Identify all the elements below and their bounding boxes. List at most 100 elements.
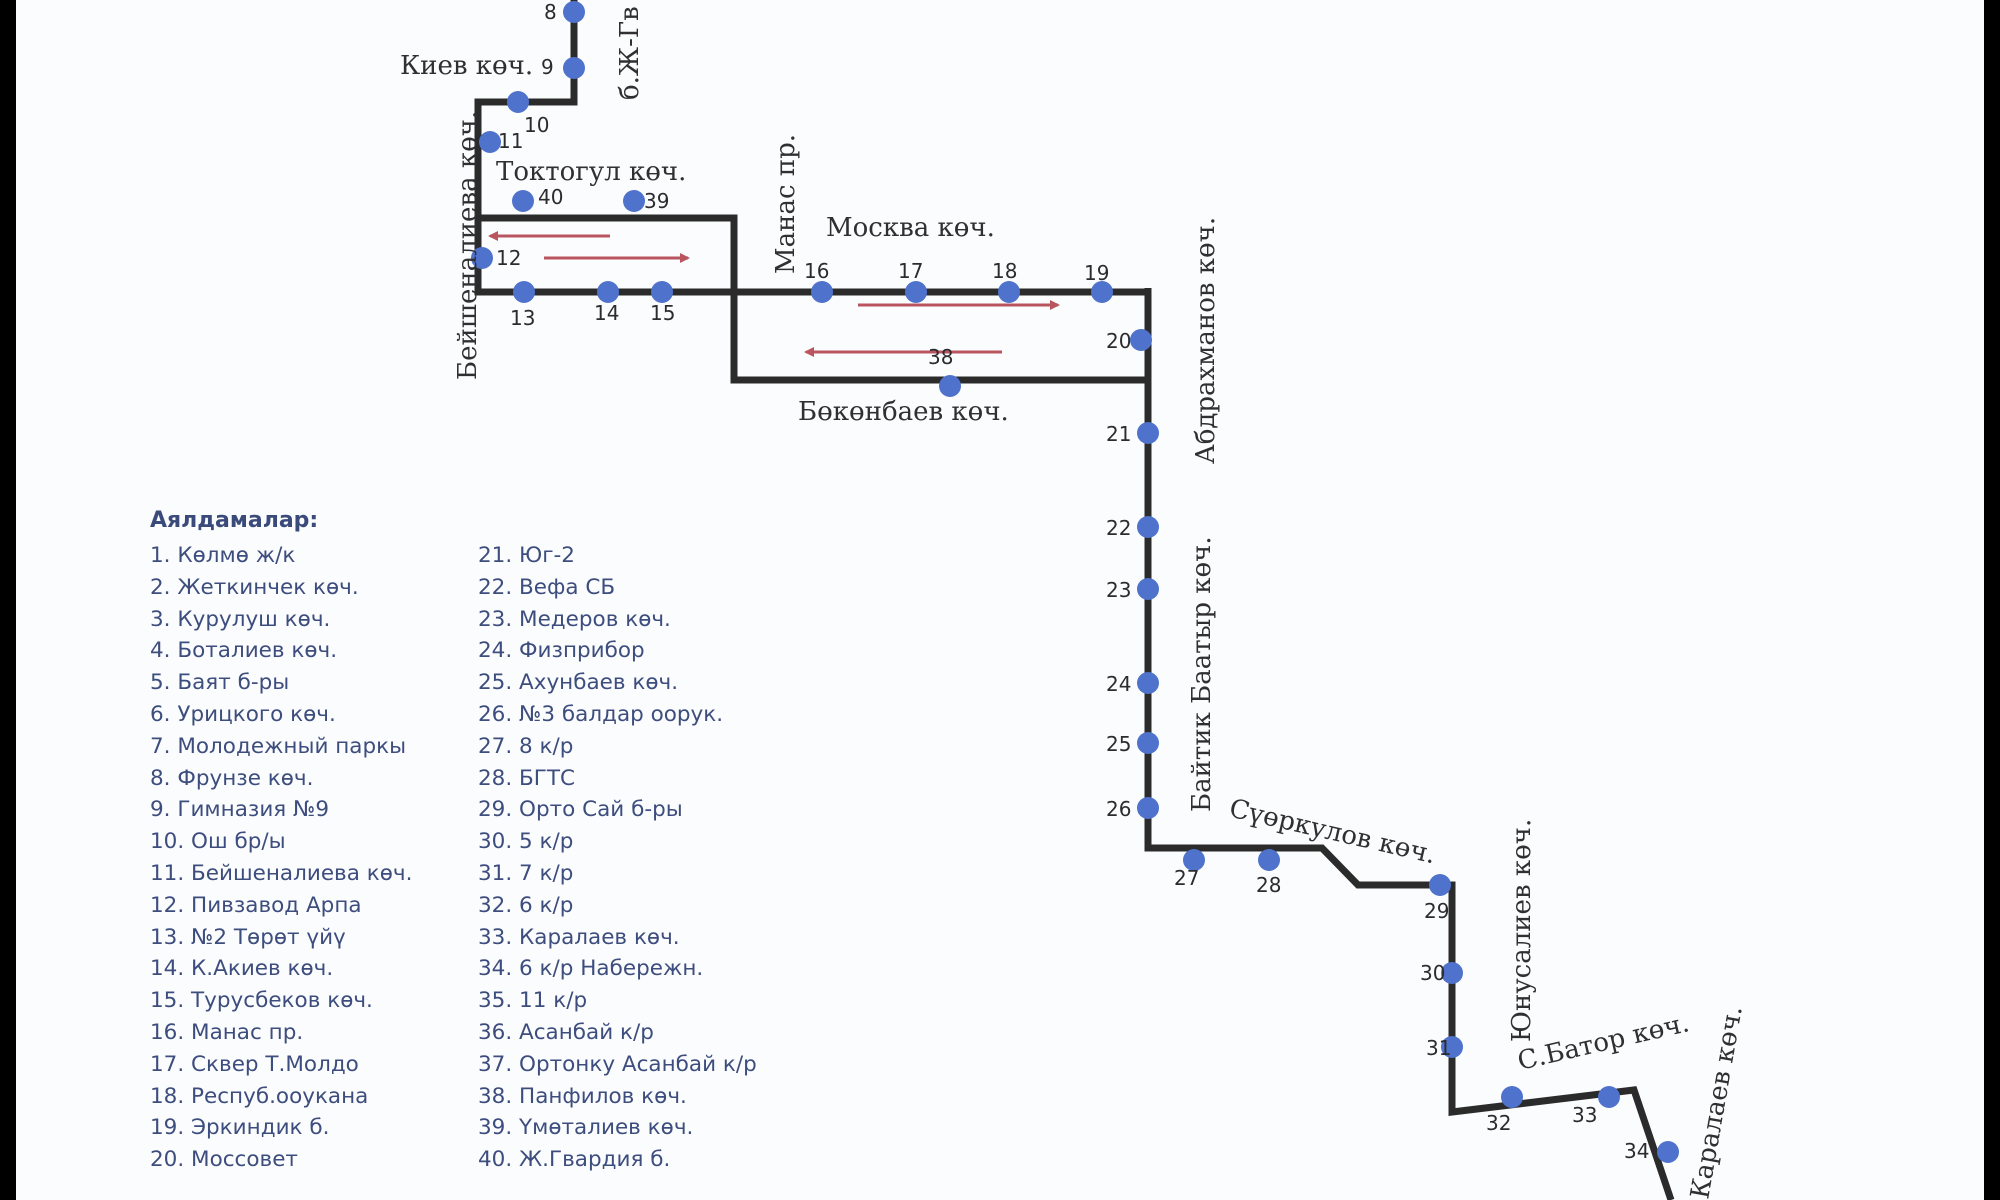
legend-item: 30. 5 к/р: [478, 829, 574, 855]
legend-item: 10. Ош бр/ы: [150, 829, 286, 855]
stop-number: 18: [992, 259, 1017, 283]
legend-item: 1. Көлмө ж/к: [150, 543, 296, 568]
route-map-sheet: 8 9 10 11 12 13 14 15 16 17 18 19 20 21 …: [16, 0, 1984, 1200]
legend-item: 20. Моссовет: [150, 1147, 298, 1173]
stop-number: 40: [538, 185, 563, 209]
street-label-zh-gv: б.Ж-Гв: [615, 6, 645, 100]
legend-item: 19. Эркиндик б.: [150, 1115, 330, 1141]
street-label-manas: Манас пр.: [771, 134, 801, 274]
stop-marker: [1137, 516, 1159, 538]
street-label-bokonbaev: Бөкөнбаев көч.: [798, 397, 1009, 427]
stop-marker: [1091, 281, 1113, 303]
legend-item: 8. Фрунзе көч.: [150, 765, 314, 791]
stop-number: 27: [1174, 866, 1199, 890]
stop-marker: [1501, 1086, 1523, 1108]
legend-item: 16. Манас пр.: [150, 1019, 304, 1045]
stop-marker: [1429, 874, 1451, 896]
stop-number: 12: [496, 246, 521, 270]
stop-number: 28: [1256, 873, 1281, 897]
stop-marker: [1598, 1086, 1620, 1108]
street-label-toktogul: Токтогул көч.: [496, 157, 686, 187]
stop-marker: [623, 190, 645, 212]
legend-item: 34. 6 к/р Набережн.: [478, 956, 704, 982]
legend-item: 38. Панфилов көч.: [478, 1083, 687, 1109]
legend-item: 17. Сквер Т.Молдо: [150, 1051, 359, 1077]
stop-number: 29: [1424, 899, 1449, 923]
street-label-karalaev: Каралаев көч.: [1685, 1004, 1748, 1200]
legend-item: 3. Курулуш көч.: [150, 606, 331, 632]
legend-item: 23. Медеров көч.: [478, 606, 671, 632]
legend-column-1: 1. Көлмө ж/к 2. Жеткинчек көч. 3. Курулу…: [150, 540, 412, 1176]
stop-number: 32: [1486, 1111, 1511, 1135]
legend-item: 4. Боталиев көч.: [150, 638, 338, 664]
stop-marker: [1183, 849, 1205, 871]
stop-number: 11: [498, 129, 523, 153]
stop-number: 9: [541, 55, 554, 79]
street-label-abdrakhmanov: Абдрахманов көч.: [1191, 217, 1221, 464]
legend-column-2: 21. Юг-2 22. Вефа СБ 23. Медеров көч. 24…: [478, 540, 757, 1176]
street-label-beyshenalieva: Бейшеналиева көч.: [453, 111, 483, 380]
stop-number: 30: [1420, 961, 1445, 985]
stop-marker: [905, 281, 927, 303]
stop-marker: [513, 281, 535, 303]
stop-number: 38: [928, 345, 953, 369]
legend-item: 9. Гимназия №9: [150, 797, 330, 823]
stop-number: 14: [594, 301, 619, 325]
stop-number: 21: [1106, 422, 1131, 446]
legend-item: 12. Пивзавод Арпа: [150, 892, 362, 918]
legend-item: 11. Бейшеналиева көч.: [150, 860, 413, 886]
legend-item: 26. №3 балдар оорук.: [478, 701, 724, 727]
route-line-north: [474, 0, 1148, 296]
route-line-toktogul-manas: [478, 214, 1148, 384]
legend-item: 39. Үмөталиев көч.: [478, 1115, 694, 1141]
stop-marker: [998, 281, 1020, 303]
route-line-abdrakhmanov-baitik: [1144, 288, 1675, 1200]
stop-marker: [597, 281, 619, 303]
street-label-kiev: Киев көч.: [400, 51, 533, 81]
legend-item: 36. Асанбай к/р: [478, 1019, 654, 1045]
stop-number: 20: [1106, 329, 1131, 353]
legend-item: 15. Турусбеков көч.: [150, 988, 373, 1014]
legend-title: Аялдамалар:: [150, 508, 319, 533]
stop-marker: [563, 57, 585, 79]
stop-marker: [1137, 578, 1159, 600]
stop-marker: [811, 281, 833, 303]
stop-number: 13: [510, 306, 535, 330]
stop-number: 22: [1106, 516, 1131, 540]
stop-marker: [1137, 422, 1159, 444]
legend-item: 33. Каралаев көч.: [478, 924, 680, 950]
stop-marker: [1137, 797, 1159, 819]
stop-number: 33: [1572, 1103, 1597, 1127]
stop-marker: [1258, 849, 1280, 871]
stop-number: 34: [1624, 1139, 1649, 1163]
legend-item: 35. 11 к/р: [478, 988, 588, 1014]
route-map: 8 9 10 11 12 13 14 15 16 17 18 19 20 21 …: [400, 0, 1749, 1200]
street-label-moskva: Москва көч.: [826, 213, 995, 243]
stop-number: 8: [544, 0, 557, 24]
stop-marker: [471, 247, 493, 269]
stop-marker: [1137, 732, 1159, 754]
legend-item: 27. 8 к/р: [478, 733, 574, 759]
stop-number: 19: [1084, 261, 1109, 285]
legend-item: 2. Жеткинчек көч.: [150, 574, 359, 600]
stop-marker: [1441, 962, 1463, 984]
legend-item: 6. Урицкого көч.: [150, 701, 336, 727]
legend-item: 28. БГТС: [478, 765, 576, 791]
legend-item: 29. Орто Сай б-ры: [478, 797, 683, 823]
street-label-yunusaliev: Юнусалиев көч.: [1507, 819, 1537, 1042]
stop-marker: [1137, 672, 1159, 694]
legend-item: 32. 6 к/р: [478, 892, 574, 918]
stop-marker: [939, 375, 961, 397]
stop-number: 10: [524, 113, 549, 137]
stop-number: 39: [644, 189, 669, 213]
legend-item: 13. №2 Төрөт үйү: [150, 924, 346, 950]
legend-item: 25. Ахунбаев көч.: [478, 670, 679, 696]
stop-number: 15: [650, 301, 675, 325]
stop-marker: [1441, 1036, 1463, 1058]
street-label-baitik: Байтик Баатыр көч.: [1187, 536, 1217, 812]
legend-item: 40. Ж.Гвардия б.: [478, 1147, 671, 1173]
stop-number: 25: [1106, 732, 1131, 756]
legend-item: 21. Юг-2: [478, 543, 575, 568]
stop-number: 16: [804, 259, 829, 283]
